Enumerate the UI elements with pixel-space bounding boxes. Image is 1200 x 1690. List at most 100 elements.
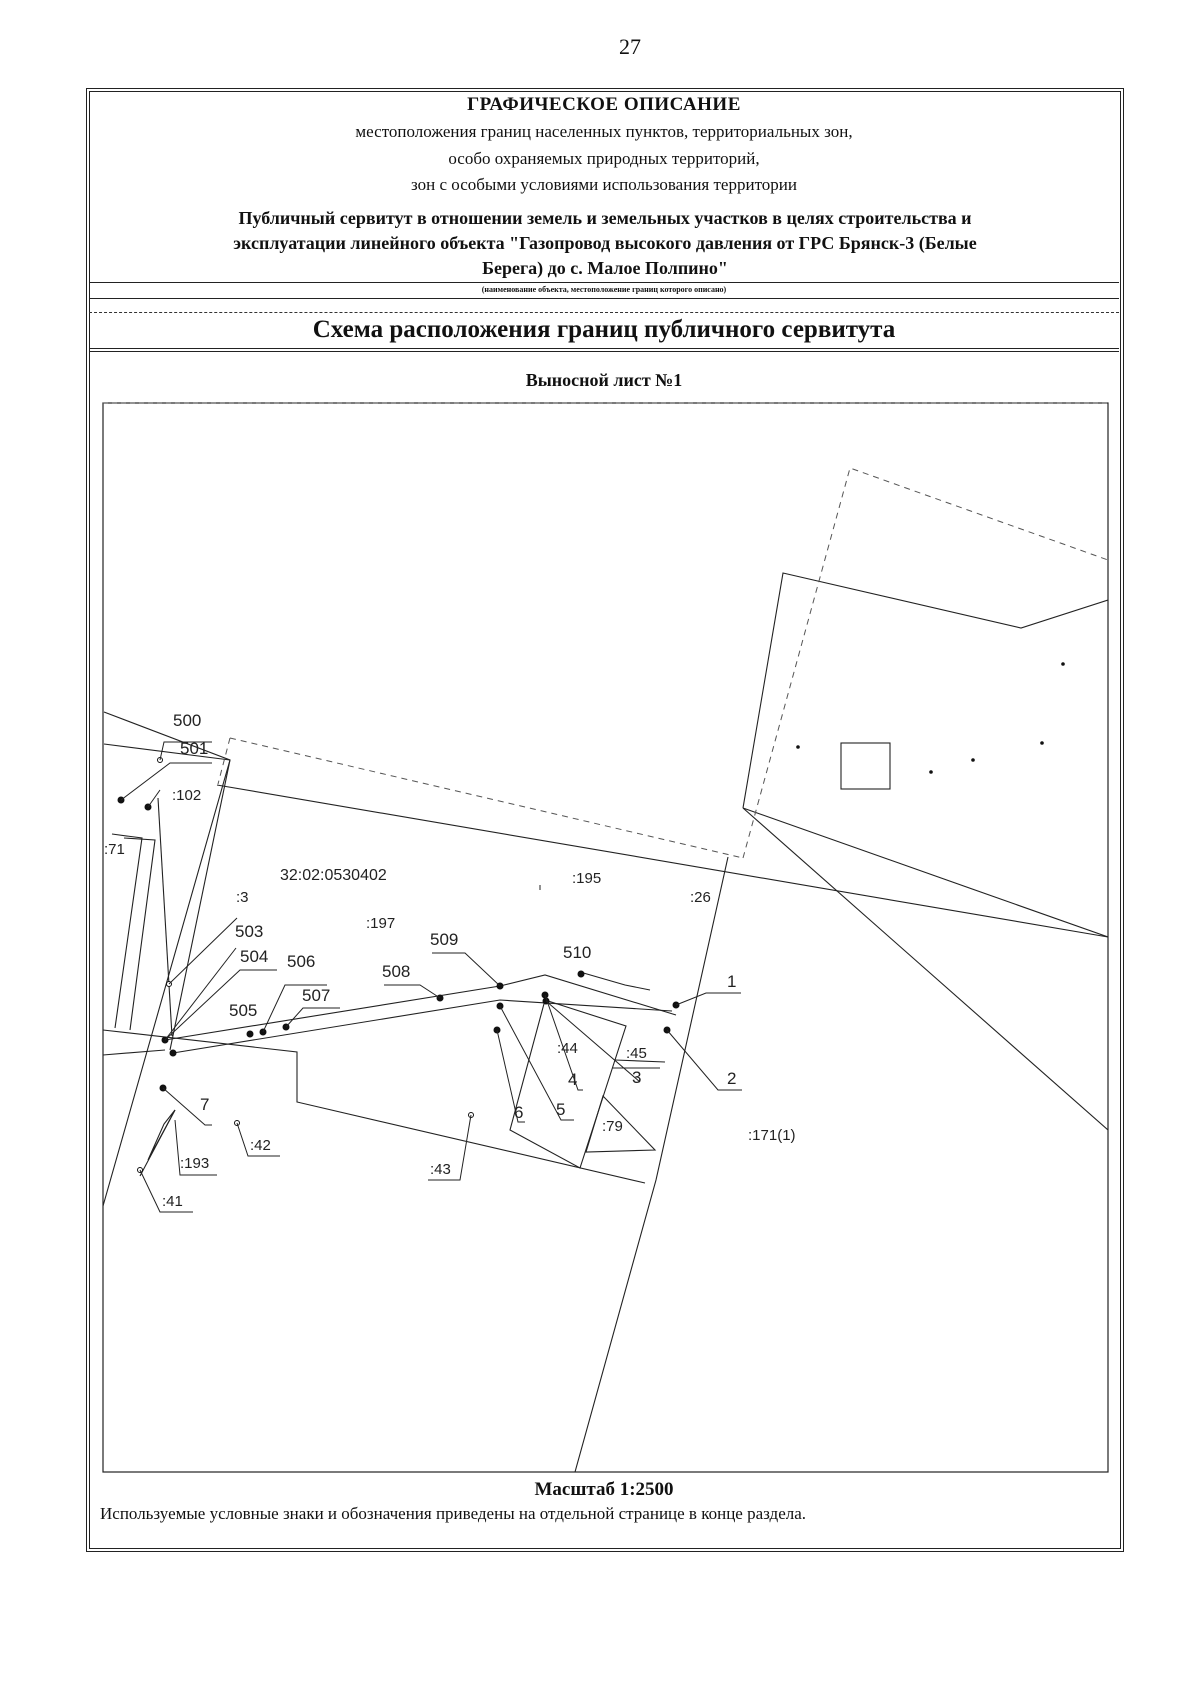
boundary-point bbox=[577, 970, 585, 978]
map-frame bbox=[102, 402, 1109, 1473]
divider-dashed-line bbox=[89, 312, 1119, 313]
point-label: 501 bbox=[180, 739, 208, 758]
document-frame-inner bbox=[89, 91, 1121, 1549]
leader-line bbox=[428, 1114, 472, 1181]
leader-line bbox=[544, 994, 583, 1091]
boundary-point bbox=[169, 1049, 177, 1057]
parcel-label: :195 bbox=[572, 870, 601, 887]
road-boundary-lower bbox=[742, 807, 1108, 1131]
point-label: 2 bbox=[727, 1069, 736, 1088]
point-label: 504 bbox=[240, 947, 268, 966]
parcel-label: :42 bbox=[250, 1137, 271, 1154]
point-label: 510 bbox=[563, 943, 591, 962]
header-subtitle-line-1: местоположения границ населенных пунктов… bbox=[355, 122, 853, 141]
boundary-point bbox=[246, 1030, 254, 1038]
parcel-label: :41 bbox=[162, 1193, 183, 1210]
object-name-note: (наименование объекта, местоположение гр… bbox=[481, 285, 727, 294]
parcel-71-inner bbox=[111, 833, 143, 1029]
leader-line bbox=[666, 1029, 742, 1091]
leader-line bbox=[285, 1007, 340, 1028]
leader-line bbox=[174, 1119, 217, 1176]
leader-line bbox=[164, 947, 237, 1041]
sheet-title: Выносной лист №1 bbox=[525, 370, 683, 390]
leader-line bbox=[120, 762, 212, 801]
servitude-line-3: Берега) до с. Малое Полпино" bbox=[482, 258, 728, 278]
point-label: 4 bbox=[568, 1070, 577, 1089]
parcel-label: :44 bbox=[557, 1040, 578, 1057]
building-outline bbox=[840, 742, 891, 790]
parcel-boundary-vertical bbox=[157, 797, 173, 1037]
cadastral-quarter-label: 32:02:0530402 bbox=[280, 867, 387, 884]
leader-line bbox=[159, 741, 212, 761]
parcel-71-outline bbox=[123, 837, 156, 1031]
point-label: 7 bbox=[200, 1095, 209, 1114]
leader-line bbox=[384, 984, 441, 999]
header-subtitle-line-3: зон с особыми условиями использования те… bbox=[411, 175, 797, 194]
point-label: 508 bbox=[382, 962, 410, 981]
divider-line bbox=[89, 298, 1119, 299]
point-label: 3 bbox=[632, 1068, 641, 1087]
dashed-boundary bbox=[217, 737, 231, 785]
parcel-45-line bbox=[614, 1059, 666, 1063]
point-label: 6 bbox=[514, 1103, 523, 1122]
leader-line bbox=[162, 1087, 212, 1126]
dashed-boundary bbox=[229, 737, 744, 859]
legend-note: Используемые условные знаки и обозначени… bbox=[100, 1504, 807, 1523]
parcel-label: :193 bbox=[180, 1155, 209, 1172]
document-frame-outer bbox=[86, 88, 1124, 1552]
header-title: ГРАФИЧЕСКОЕ ОПИСАНИЕ bbox=[467, 94, 741, 115]
road-boundary bbox=[742, 807, 1108, 938]
header-subtitle-line-2: особо охраняемых природных территорий, bbox=[448, 149, 760, 168]
parcel-label: :197 bbox=[366, 915, 395, 932]
parcel-label: :102 bbox=[172, 787, 201, 804]
parcel-43-boundary bbox=[103, 1029, 646, 1184]
servitude-line-1: Публичный сервитут в отношении земель и … bbox=[238, 208, 972, 228]
point-label: 507 bbox=[302, 986, 330, 1005]
point-label: 1 bbox=[727, 972, 736, 991]
servitude-strip-lower bbox=[172, 999, 673, 1054]
parcel-boundary bbox=[103, 1049, 166, 1056]
servitude-strip bbox=[579, 971, 651, 991]
servitude-line-2: эксплуатации линейного объекта "Газопров… bbox=[233, 233, 977, 253]
leader-line bbox=[164, 969, 277, 1041]
leader-line bbox=[675, 992, 741, 1006]
parcel-label: :26 bbox=[690, 889, 711, 906]
parcel-boundary-west-2 bbox=[103, 743, 231, 761]
dashed-boundary-east bbox=[742, 467, 1108, 859]
servitude-strip-upper bbox=[164, 985, 501, 1041]
parcel-boundary-south bbox=[574, 856, 729, 1472]
leader-line bbox=[262, 984, 327, 1033]
parcel-79-outline bbox=[585, 1094, 657, 1153]
road-boundary-upper bbox=[216, 784, 1108, 938]
parcel-label: :79 bbox=[602, 1118, 623, 1135]
parcel-label: :43 bbox=[430, 1161, 451, 1178]
parcel-boundary bbox=[169, 759, 231, 1051]
point-label: 5 bbox=[556, 1100, 565, 1119]
leader-line bbox=[139, 1169, 193, 1213]
leader-line bbox=[147, 789, 161, 808]
parcel-boundary bbox=[139, 1109, 176, 1177]
parcel-label: :3 bbox=[236, 889, 249, 906]
map-dot bbox=[971, 758, 975, 762]
leader-line bbox=[236, 1122, 280, 1157]
leader-line bbox=[499, 1005, 574, 1121]
scheme-title: Схема расположения границ публичного сер… bbox=[312, 316, 896, 343]
parcel-boundary-west bbox=[103, 711, 231, 1207]
map-dot bbox=[796, 745, 800, 749]
leader-line bbox=[432, 952, 501, 987]
leader-line bbox=[496, 1029, 525, 1123]
servitude-description: Публичный сервитут в отношении земель и … bbox=[130, 206, 1080, 281]
point-label: 503 bbox=[235, 922, 263, 941]
map-dot bbox=[1040, 741, 1044, 745]
parcel-label: :71 bbox=[104, 841, 125, 858]
map-dot bbox=[929, 770, 933, 774]
point-label: 509 bbox=[430, 930, 458, 949]
divider-line bbox=[89, 282, 1119, 283]
divider-line bbox=[89, 351, 1119, 352]
parcel-boundary-east bbox=[742, 572, 1108, 809]
leader-line bbox=[168, 917, 238, 985]
point-label: 506 bbox=[287, 952, 315, 971]
point-label: 500 bbox=[173, 711, 201, 730]
parcel-label: :171(1) bbox=[748, 1127, 796, 1144]
